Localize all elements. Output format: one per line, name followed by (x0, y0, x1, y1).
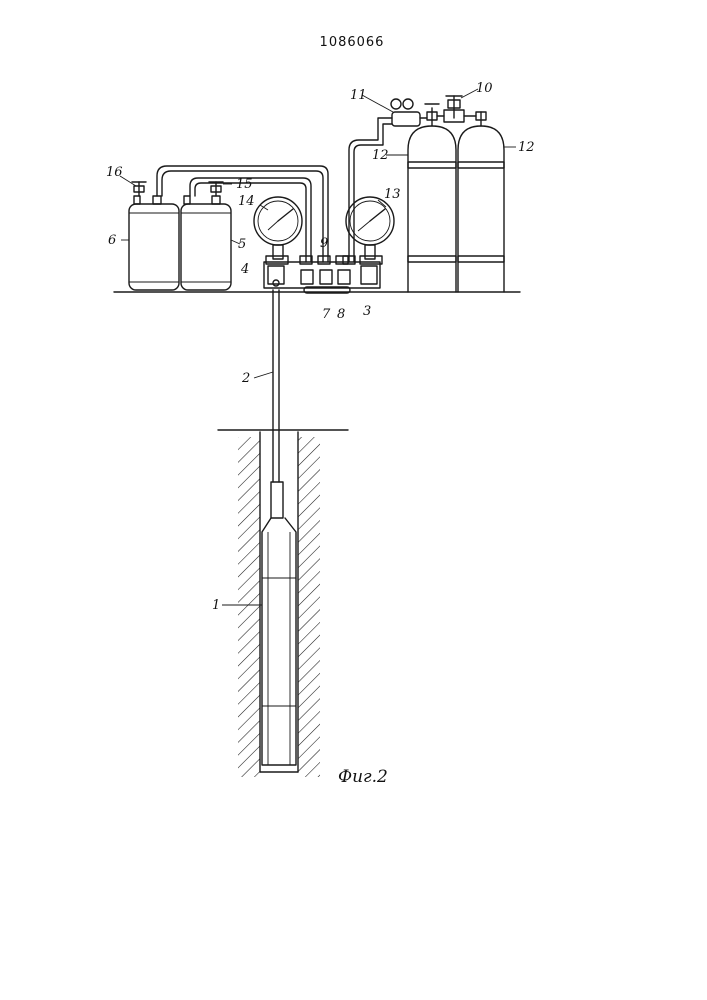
label-1: 1 (212, 598, 220, 613)
label-9: 9 (320, 236, 328, 251)
patent-number: 1086066 (320, 35, 385, 50)
gas-cylinder-12-left (408, 104, 456, 292)
bottle-5 (181, 196, 231, 290)
label-12-left: 12 (372, 148, 389, 163)
borehole (238, 432, 320, 777)
label-14: 14 (238, 194, 255, 209)
label-2: 2 (241, 371, 250, 386)
valve-15 (209, 182, 223, 196)
label-10: 10 (476, 81, 493, 96)
manifold-block (264, 256, 382, 293)
label-16: 16 (106, 165, 123, 180)
gas-cylinder-12-right (458, 112, 504, 292)
valve-16 (132, 182, 146, 196)
label-6: 6 (108, 233, 116, 248)
hose-2 (273, 290, 279, 482)
figure-caption: Фиг.2 (338, 767, 388, 787)
downhole-device-1 (262, 482, 296, 765)
pressure-gauge-14 (254, 197, 302, 259)
pressure-reducer-11 (391, 99, 427, 126)
label-8: 8 (337, 307, 345, 322)
label-3: 3 (363, 304, 371, 319)
bottle-6 (129, 196, 179, 290)
label-12-right: 12 (518, 140, 535, 155)
label-15: 15 (236, 177, 253, 192)
label-7: 7 (322, 307, 331, 322)
label-13: 13 (384, 187, 401, 202)
label-11: 11 (350, 88, 367, 103)
valve-10 (437, 96, 476, 122)
pressure-gauge-13 (346, 197, 394, 259)
label-4: 4 (240, 262, 249, 277)
label-5: 5 (238, 237, 246, 252)
